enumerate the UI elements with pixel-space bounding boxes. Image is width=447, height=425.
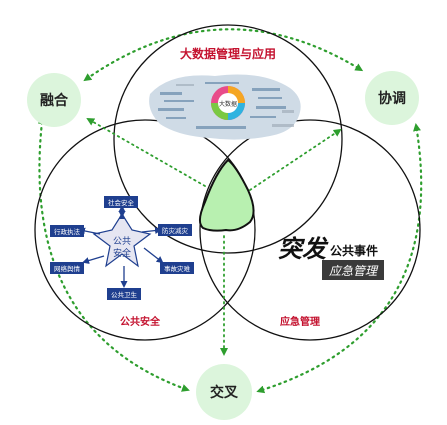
public-safety-title: 公共安全 <box>120 315 161 328</box>
arrow-fusion-intersection <box>37 116 190 392</box>
big-data-word-cloud: 大数据 <box>149 74 301 140</box>
ps-item-label: 防灾减灾 <box>162 226 189 235</box>
center-intersection-shape <box>199 158 255 232</box>
ps-center-line2: 安全 <box>113 247 131 259</box>
ps-center-line1: 公共 <box>113 236 131 247</box>
venn-circles <box>34 24 421 341</box>
ps-item-disaster-prevention: 防灾减灾 <box>158 224 192 236</box>
ps-item-public-health: 公共卫生 <box>107 288 141 300</box>
ps-item-online-opinion: 网络舆情 <box>50 262 84 274</box>
arrow-collab-fusion <box>83 28 364 82</box>
circle-public-safety <box>34 119 256 341</box>
circle-emergency <box>199 119 421 341</box>
ps-item-label: 行政执法 <box>54 227 81 236</box>
inner-arrows <box>86 118 342 356</box>
node-collaboration: 协调 <box>365 71 419 125</box>
node-fusion: 融合 <box>27 73 81 127</box>
emergency-title-small: 公共事件 <box>330 243 378 258</box>
arrow-center-collab <box>249 128 342 191</box>
outer-cycle-arrows <box>37 28 423 394</box>
node-intersection: 交叉 <box>196 364 252 420</box>
ps-item-label: 网络舆情 <box>54 264 81 273</box>
big-data-title: 大数据管理与应用 <box>180 46 276 61</box>
ps-item-social-security: 社会安全 <box>104 196 138 208</box>
ps-center-star <box>92 212 152 268</box>
emergency-title-big: 突发 <box>278 235 329 263</box>
ps-item-accident: 事故灾难 <box>160 262 194 274</box>
arrow-center-fusion <box>86 118 206 187</box>
arrow-intersection-collab <box>256 123 423 394</box>
circle-big-data <box>113 24 343 254</box>
emergency-subtitle: 应急管理 <box>329 264 379 278</box>
big-data-color-wheel: 大数据 <box>211 86 245 120</box>
ps-item-label: 社会安全 <box>108 198 135 207</box>
public-safety-diagram: 公共 安全 社会安全 防灾减灾 事故灾难 公共卫生 <box>50 196 194 300</box>
node-intersection-label: 交叉 <box>210 384 239 401</box>
big-data-center-label: 大数据 <box>219 100 237 108</box>
ps-item-label: 事故灾难 <box>164 264 191 273</box>
node-fusion-label: 融合 <box>40 92 69 109</box>
ps-item-law-enforcement: 行政执法 <box>50 225 84 237</box>
node-collaboration-label: 协调 <box>378 90 406 107</box>
ps-item-label: 公共卫生 <box>111 290 138 299</box>
emergency-title: 应急管理 <box>280 315 320 328</box>
emergency-graphic: 突发 公共事件 应急管理 <box>278 235 384 280</box>
emergency-subtitle-box <box>322 260 384 280</box>
